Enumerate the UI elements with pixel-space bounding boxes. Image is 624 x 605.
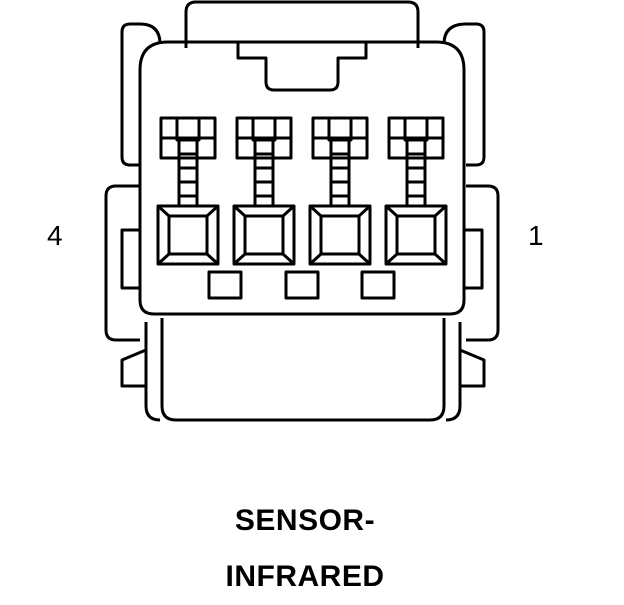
cavity-bevel: [308, 204, 323, 218]
housing-body: [138, 40, 466, 316]
terminal-cavity: [308, 204, 372, 266]
left-lock-tab: [120, 348, 147, 388]
connector-title-line-2: INFRARED: [225, 560, 385, 593]
connector-title-line-1: SENSOR-: [234, 504, 376, 537]
terminal-cavity-inner: [243, 214, 285, 256]
left-upper-guide: [120, 22, 162, 167]
cavity-bevel: [232, 252, 247, 266]
right-lower-bracket: [466, 184, 500, 342]
left-side-window: [120, 228, 142, 290]
right-side-window: [462, 228, 484, 290]
cavity-bevel: [205, 252, 220, 266]
cavity-bevel: [384, 204, 399, 218]
lower-skirt: [160, 318, 446, 422]
terminal-cavity-inner: [167, 214, 209, 256]
top-latch: [184, 0, 420, 48]
cavity-bevel: [357, 204, 372, 218]
left-lower-bracket: [104, 184, 140, 342]
cavity-bevel: [205, 204, 220, 218]
cavity-bevel: [156, 204, 171, 218]
terminal-cavity-inner: [319, 214, 361, 256]
cavity-bevel: [433, 204, 448, 218]
locator-slot: [360, 270, 396, 300]
right-lock-tab: [459, 348, 486, 388]
cavity-bevel: [281, 252, 296, 266]
terminal-cavity: [384, 204, 448, 266]
locator-slot: [207, 270, 243, 300]
cavity-bevel: [433, 252, 448, 266]
cavity-bevel: [357, 252, 372, 266]
cavity-bevel: [384, 252, 399, 266]
terminal-cavity-inner: [395, 214, 437, 256]
keying-notch: [236, 42, 368, 92]
cavity-bevel: [232, 204, 247, 218]
skirt-right-edge: [445, 322, 462, 422]
pin-1-label: 1: [528, 220, 544, 251]
skirt-left-edge: [144, 322, 161, 422]
terminal-cavity: [156, 204, 220, 266]
right-upper-guide: [442, 22, 486, 167]
pin-4-label: 4: [47, 220, 63, 251]
locator-slot: [284, 270, 320, 300]
terminal-cavities: [156, 116, 448, 266]
cavity-bevel: [156, 252, 171, 266]
cavity-bevel: [281, 204, 296, 218]
cavity-bevel: [308, 252, 323, 266]
terminal-cavity: [232, 204, 296, 266]
